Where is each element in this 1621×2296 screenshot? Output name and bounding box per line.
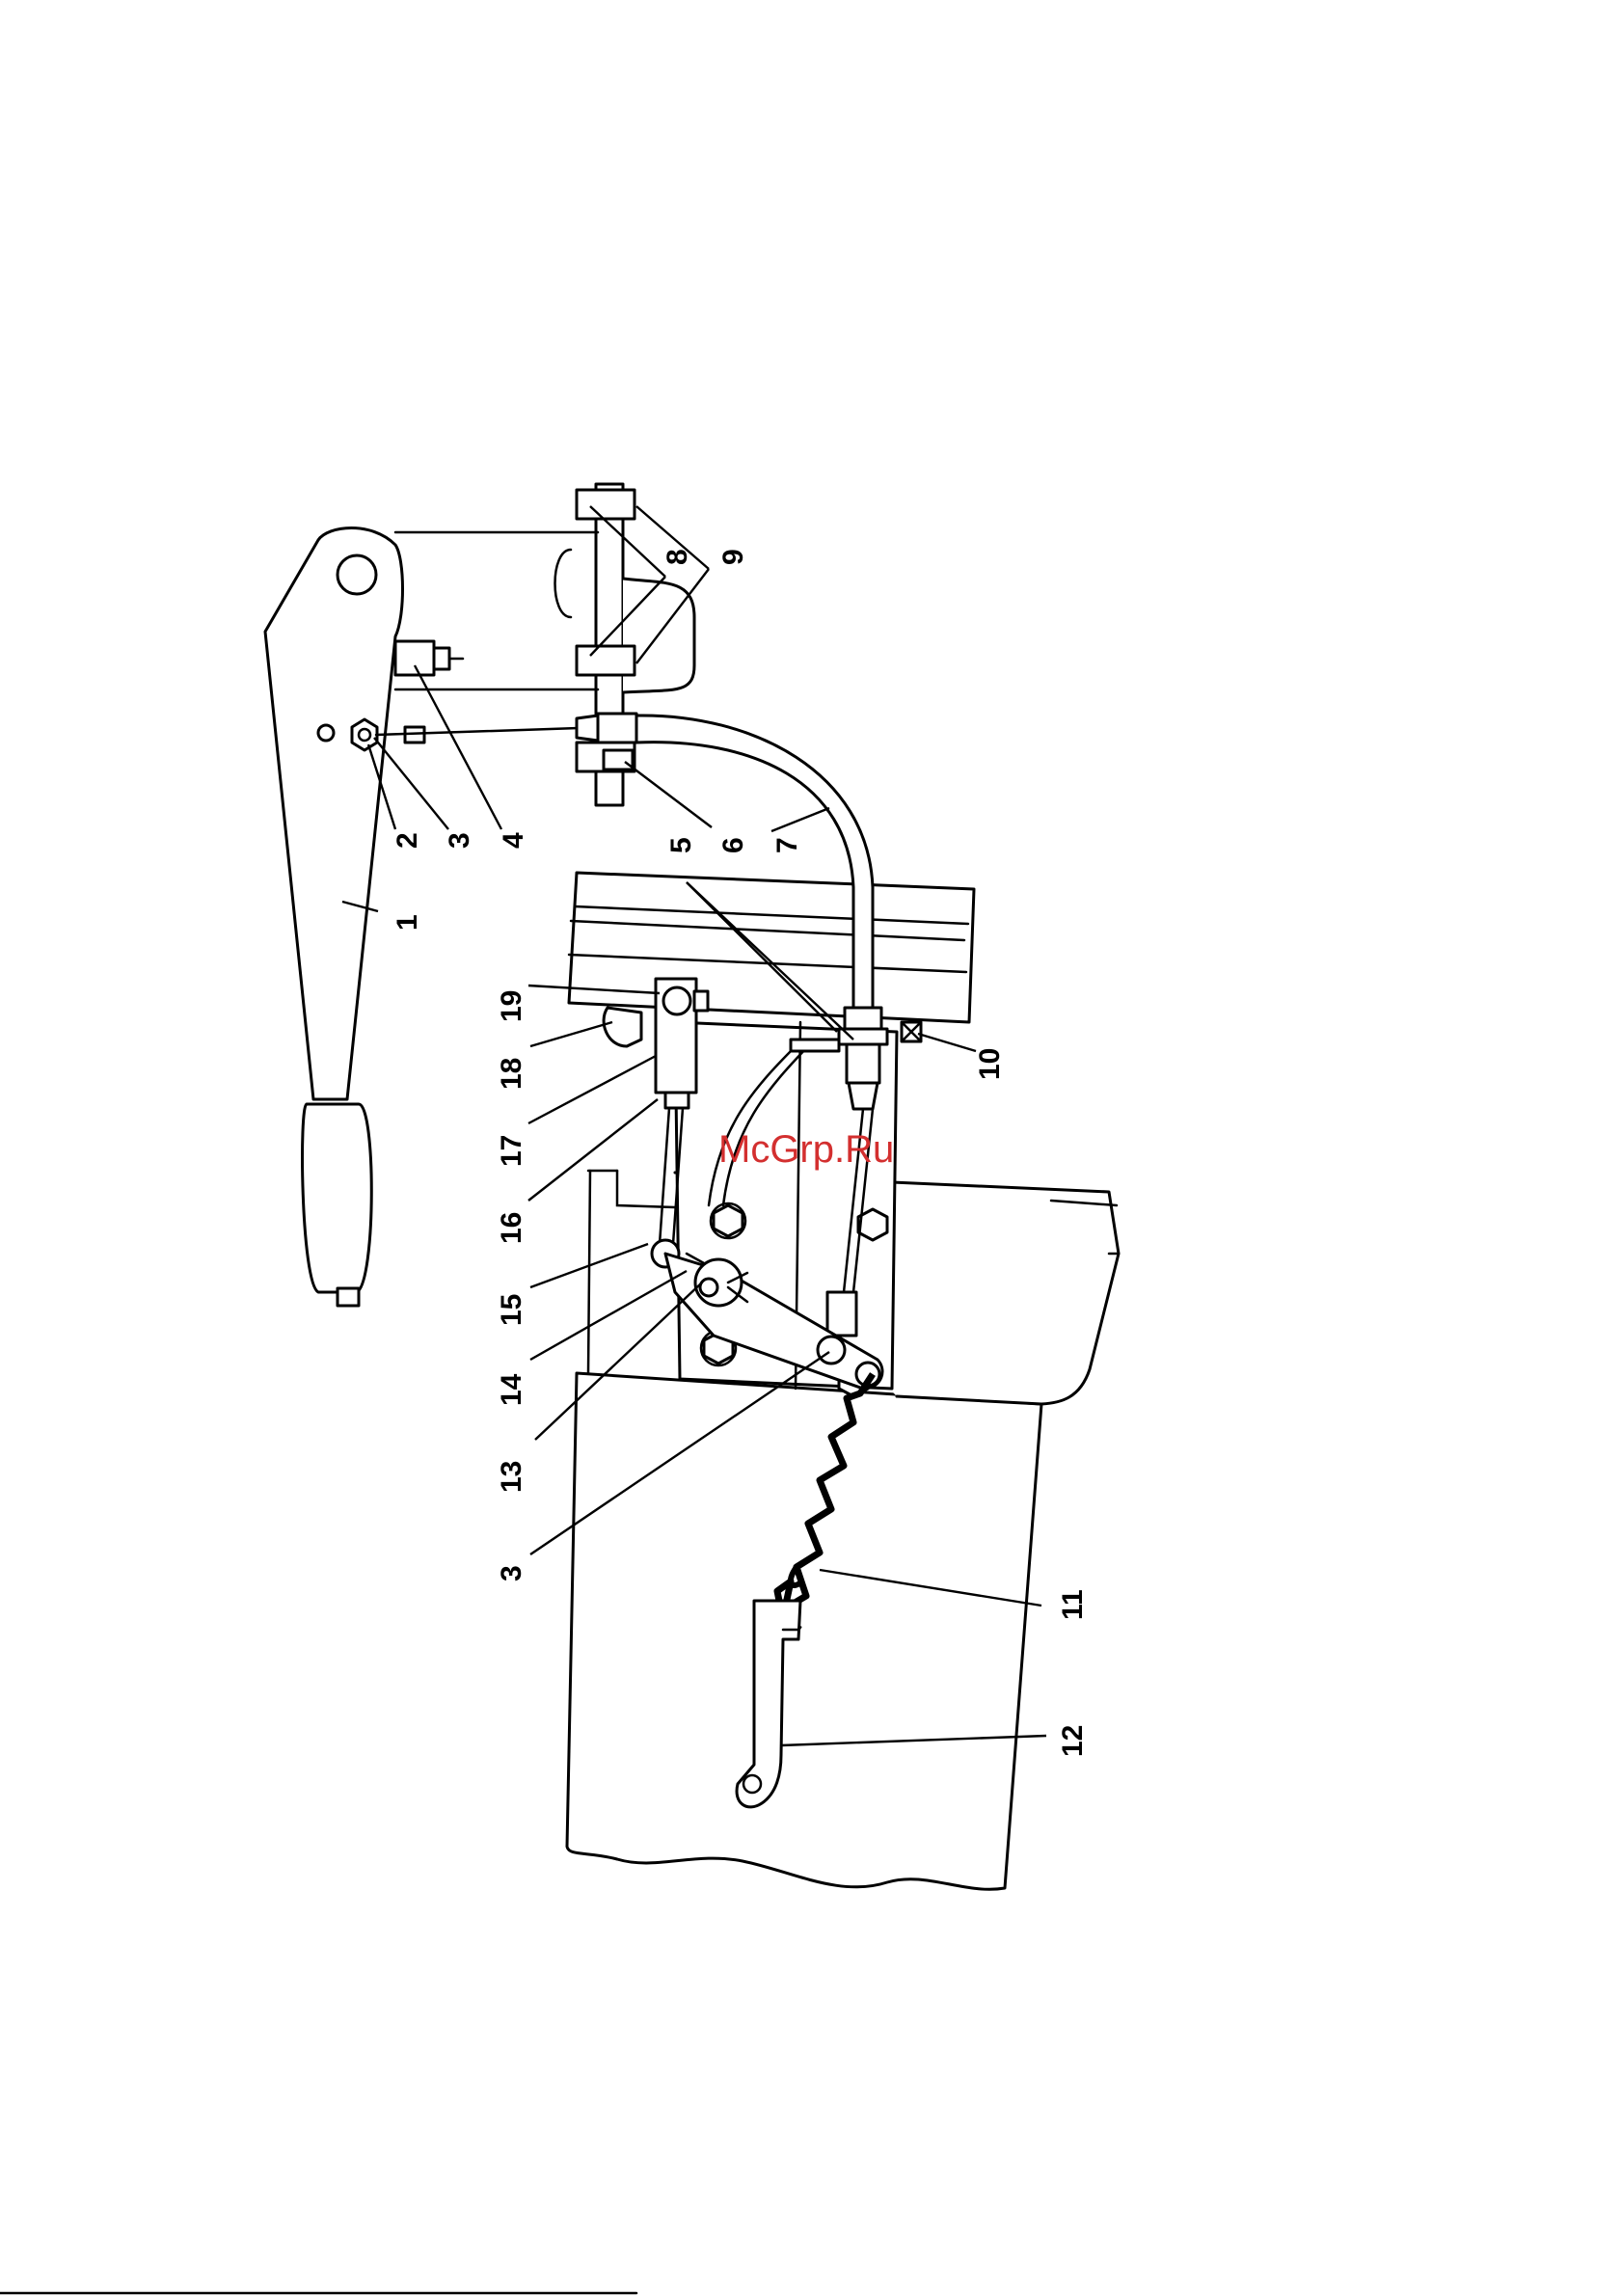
callout-11: 11 [1057,1589,1089,1620]
callout-16: 16 [496,1212,527,1244]
callout-3: 3 [444,832,475,849]
callout-4: 4 [498,832,529,849]
callout-13: 13 [496,1461,527,1493]
callout-6: 6 [717,837,749,853]
callout-17: 17 [496,1135,527,1167]
callout-7: 7 [771,837,803,853]
callout-18: 18 [496,1058,527,1090]
callout-19: 19 [496,990,527,1022]
brake-lever [265,528,403,1307]
brake-drum [569,873,974,1022]
callout-9: 9 [717,549,749,565]
callout-12: 12 [1057,1725,1089,1757]
callout-10: 10 [974,1048,1006,1080]
callout-14: 14 [496,1373,527,1406]
callout-2: 2 [392,832,423,849]
callout-3-lower: 3 [496,1565,527,1581]
callout-8: 8 [662,549,693,565]
nut-10 [902,1022,921,1041]
callout-1: 1 [392,914,423,931]
callout-15: 15 [496,1294,527,1326]
adjuster-4 [395,641,463,675]
watermark: McGrp.Ru [718,1128,894,1171]
callout-5: 5 [665,837,697,853]
